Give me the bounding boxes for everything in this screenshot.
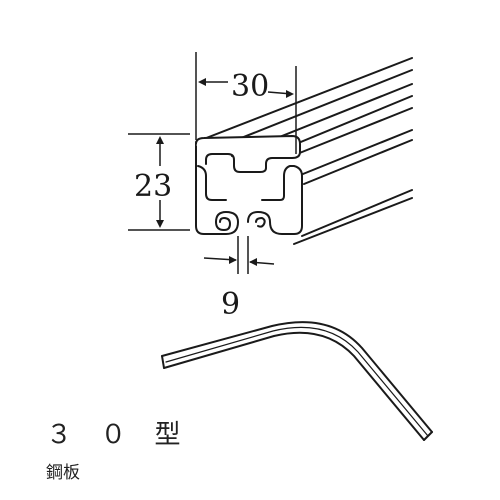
width-label: 30: [231, 69, 269, 104]
slot-dimension: [203, 236, 275, 274]
profile-outline: [195, 143, 303, 235]
height-label: 23: [134, 169, 172, 204]
right-curl: [255, 217, 266, 228]
height-dimension: [128, 133, 190, 231]
curved-rail: [161, 321, 433, 441]
left-curl: [215, 217, 231, 231]
model-name: ３ ０ 型: [46, 420, 191, 450]
rail-cross-section: [195, 135, 303, 235]
material-label: 鋼板: [46, 463, 80, 483]
width-dimension: [195, 52, 297, 154]
profile-top-flange: [195, 135, 301, 173]
slot-label: 9: [221, 287, 240, 322]
